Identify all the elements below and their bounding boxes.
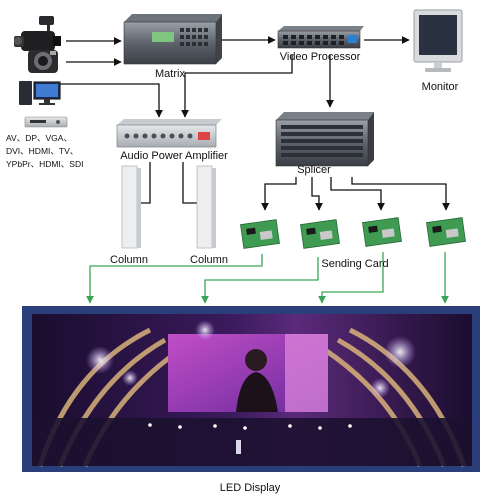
signal-connections (60, 36, 450, 211)
arrow-splicer-to-card-1 (261, 177, 297, 211)
pc-icon (19, 81, 61, 105)
arrow-card-2-to-display (201, 257, 319, 304)
sending-card-1 (240, 219, 280, 249)
column-right-label: Column (190, 254, 228, 266)
monitor-device (413, 9, 463, 72)
sending-card-2 (300, 219, 340, 249)
line-amplifier-to-right-column (182, 162, 197, 204)
camcorder-icon (14, 16, 61, 51)
arrow-video-processor-to-amplifier (181, 55, 293, 118)
card-to-display-connections (86, 252, 449, 304)
arrow-pc-to-amplifier (60, 83, 163, 118)
video-processor-label: Video Processor (280, 51, 361, 63)
sending-card-label: Sending Card (321, 258, 388, 270)
sending-card-3 (362, 217, 402, 247)
signal-source-line-1: AV、DP、VGA、 (6, 133, 72, 143)
signal-source-list: AV、DP、VGA、 DVI、HDMI、TV、 YPbPr、HDMI、SDI (6, 133, 83, 169)
arrow-splicer-to-card-4 (351, 177, 450, 211)
led-display (22, 306, 480, 472)
column-left-label: Column (110, 254, 148, 266)
arrow-card-1-to-display (86, 254, 263, 304)
camera-icon (28, 50, 58, 73)
dvd-player-icon (24, 116, 68, 128)
monitor-label: Monitor (422, 81, 459, 93)
arrow-splicer-to-card-2 (311, 177, 323, 211)
matrix-device (123, 14, 222, 65)
matrix-label: Matrix (155, 68, 185, 80)
column-speaker-right (196, 165, 216, 249)
led-display-label: LED Display (220, 482, 281, 494)
sending-card-4 (426, 217, 466, 247)
signal-source-line-3: YPbPr、HDMI、SDI (6, 159, 83, 169)
splicer-device (275, 112, 374, 167)
audio-power-amplifier-device (116, 119, 222, 148)
video-processor-device (277, 26, 364, 49)
column-speaker-left (121, 165, 141, 249)
arrow-splicer-to-card-3 (330, 177, 385, 211)
signal-source-line-2: DVI、HDMI、TV、 (6, 146, 78, 156)
splicer-label: Splicer (297, 164, 331, 176)
audio-power-amplifier-label: Audio Power Amplifier (120, 150, 228, 162)
arrow-card-3-to-display (318, 252, 384, 304)
